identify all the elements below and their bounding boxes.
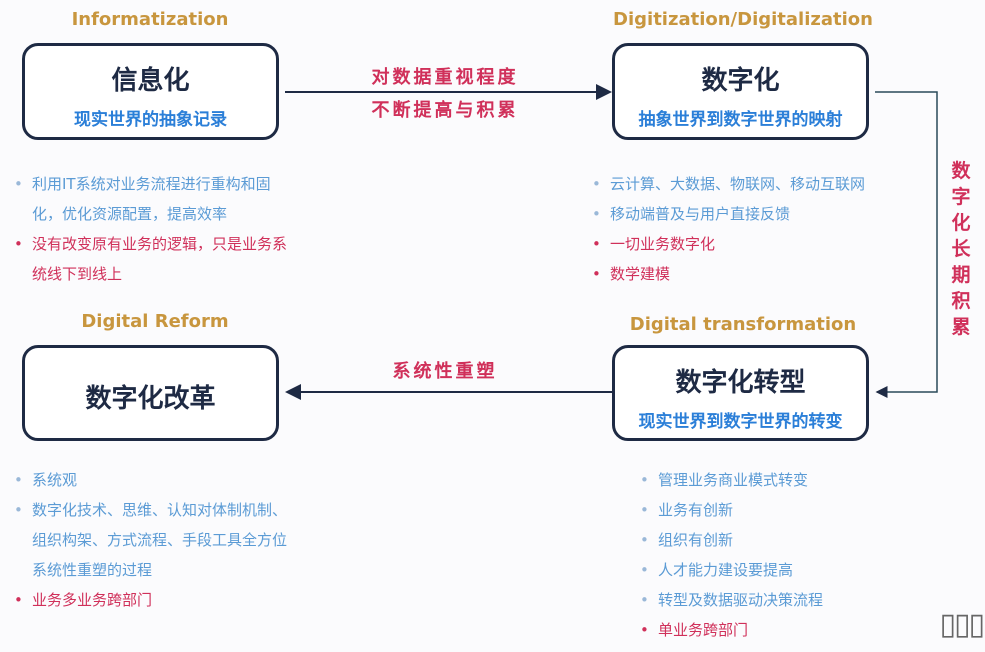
- bullet-item: 数学建模: [592, 259, 922, 289]
- stage-box-transformation: 数字化转型 现实世界到数字世界的转变: [612, 345, 869, 441]
- watermark-logo: ▯▯▯: [939, 607, 985, 642]
- stage-box-reform: 数字化改革: [22, 345, 279, 441]
- arrow-top-label-2: 不断提高与积累: [371, 100, 519, 121]
- stage-en-informatization: Informatization: [71, 9, 229, 30]
- stage-subtitle: 现实世界到数字世界的转变: [638, 412, 843, 432]
- stage-title: 数字化转型: [675, 368, 806, 398]
- bullet-item: 人才能力建设要提高: [640, 555, 900, 585]
- arrow-right: [875, 91, 938, 398]
- bullet-item: 系统观: [14, 465, 299, 495]
- stage-box-informatization: 信息化 现实世界的抽象记录: [22, 43, 279, 140]
- stage-box-digitization: 数字化 抽象世界到数字世界的映射: [612, 43, 869, 140]
- stage-title: 数字化改革: [85, 384, 216, 414]
- stage-title: 数字化: [701, 66, 780, 96]
- bullets-digitization: 云计算、大数据、物联网、移动互联网移动端普及与用户直接反馈一切业务数字化数学建模: [592, 169, 922, 289]
- stage-en-reform: Digital Reform: [81, 311, 229, 332]
- arrow-bottom-label: 系统性重塑: [392, 361, 498, 382]
- bullets-informatization: 利用IT系统对业务流程进行重构和固化，优化资源配置，提高效率没有改变原有业务的逻…: [14, 169, 299, 289]
- bullet-item: 数字化技术、思维、认知对体制机制、组织构架、方式流程、手段工具全方位系统性重塑的…: [14, 495, 299, 585]
- bullet-item: 移动端普及与用户直接反馈: [592, 199, 922, 229]
- bullet-item: 没有改变原有业务的逻辑，只是业务系统线下到线上: [14, 229, 299, 289]
- bullet-item: 业务多业务跨部门: [14, 585, 299, 615]
- stage-en-digitization: Digitization/Digitalization: [613, 9, 873, 30]
- arrow-top-label-1: 对数据重视程度: [371, 67, 519, 88]
- bullet-item: 组织有创新: [640, 525, 900, 555]
- stage-subtitle: 抽象世界到数字世界的映射: [638, 110, 843, 130]
- bullet-item: 云计算、大数据、物联网、移动互联网: [592, 169, 922, 199]
- bullets-reform: 系统观数字化技术、思维、认知对体制机制、组织构架、方式流程、手段工具全方位系统性…: [14, 465, 299, 615]
- bullet-item: 一切业务数字化: [592, 229, 922, 259]
- stage-subtitle: 现实世界的抽象记录: [74, 110, 227, 130]
- arrow-right-label: 数字化长期积累: [951, 160, 971, 338]
- bullet-item: 管理业务商业模式转变: [640, 465, 900, 495]
- bullet-item: 转型及数据驱动决策流程: [640, 585, 900, 615]
- bullet-item: 利用IT系统对业务流程进行重构和固化，优化资源配置，提高效率: [14, 169, 299, 229]
- bullets-transformation: 管理业务商业模式转变业务有创新组织有创新人才能力建设要提高转型及数据驱动决策流程…: [640, 465, 900, 645]
- stage-title: 信息化: [111, 66, 190, 96]
- stage-en-transformation: Digital transformation: [629, 314, 857, 335]
- bullet-item: 单业务跨部门: [640, 615, 900, 645]
- bullet-item: 业务有创新: [640, 495, 900, 525]
